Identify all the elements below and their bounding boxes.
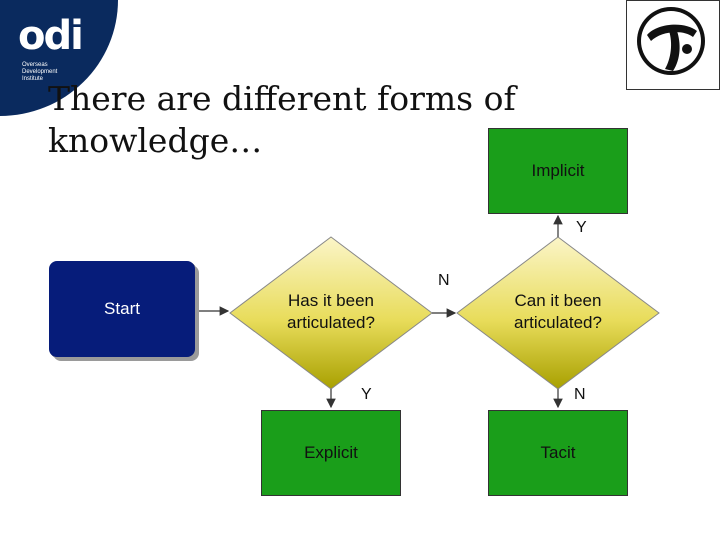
question-articulated: Has it been articulated?: [262, 282, 400, 342]
odi-tagline-line2: Institute: [22, 76, 44, 82]
odi-logo: odi Overseas Development Institute: [0, 0, 118, 116]
edge-label-q1-q2-no: N: [438, 272, 450, 289]
slide-title: There are different forms of knowledge…: [48, 78, 548, 162]
question-can-articulate: Can it been articulated?: [489, 282, 627, 342]
question-articulated-label: Has it been articulated?: [287, 291, 375, 332]
tacit-node: Tacit: [488, 410, 628, 496]
question-can-articulate-label: Can it been articulated?: [514, 291, 602, 332]
circular-emblem-icon: [637, 7, 705, 75]
odi-tagline-line1: Overseas Development: [22, 62, 58, 75]
title-line-2: knowledge…: [48, 121, 263, 160]
edge-label-q2-implicit-yes: Y: [576, 219, 587, 236]
odi-tagline: Overseas Development Institute: [22, 62, 82, 83]
partner-logo: [626, 0, 720, 90]
start-node: Start: [49, 261, 195, 357]
edge-label-q2-tacit-no: N: [574, 386, 586, 403]
title-line-1: There are different forms of: [48, 79, 516, 118]
start-label: Start: [104, 299, 140, 318]
implicit-label: Implicit: [531, 161, 585, 180]
tacit-label: Tacit: [540, 443, 576, 462]
explicit-node: Explicit: [261, 410, 401, 496]
edge-label-q1-explicit-yes: Y: [361, 386, 372, 403]
odi-wordmark: odi: [18, 13, 84, 59]
implicit-node: Implicit: [488, 128, 628, 214]
explicit-label: Explicit: [304, 443, 358, 462]
